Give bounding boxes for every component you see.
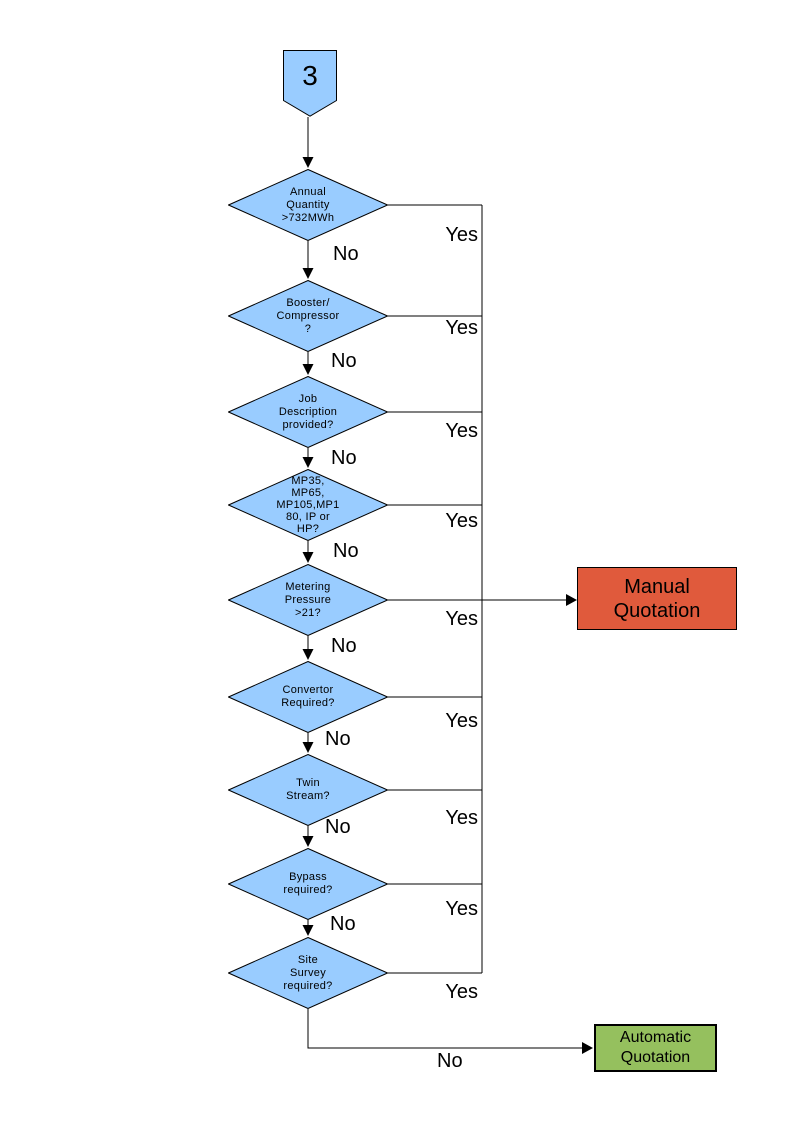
yes-branch-lines bbox=[388, 204, 483, 974]
automatic-quotation-arrow bbox=[307, 1009, 593, 1054]
terminal-label: Manual Quotation bbox=[613, 575, 701, 622]
decision-label: Job Description provided? bbox=[278, 392, 338, 431]
decision-label: Metering Pressure >21? bbox=[284, 580, 332, 619]
edge-label-no-5: No bbox=[331, 635, 357, 657]
decision-bypass-required: Bypass required? bbox=[228, 848, 388, 920]
decision-convertor-required: Convertor Required? bbox=[228, 661, 388, 733]
decision-meter-model: MP35, MP65, MP105,MP1 80, IP or HP? bbox=[228, 469, 388, 541]
diamond-shape bbox=[228, 564, 388, 636]
edge-label-yes-6: Yes bbox=[445, 710, 478, 732]
edge-label-yes-4: Yes bbox=[445, 510, 478, 532]
decision-booster-compressor: Booster/ Compressor ? bbox=[228, 280, 388, 352]
offpage-connector-label: 3 bbox=[302, 59, 318, 91]
diamond-shape bbox=[228, 848, 388, 920]
edge-label-yes-9: Yes bbox=[445, 981, 478, 1003]
decision-label: Twin Stream? bbox=[286, 777, 330, 802]
terminal-label: Automatic Quotation bbox=[619, 1029, 692, 1066]
decision-label: MP35, MP65, MP105,MP1 80, IP or HP? bbox=[276, 475, 340, 535]
edge-label-no-4: No bbox=[333, 540, 359, 562]
diamond-shape bbox=[228, 469, 388, 541]
offpage-connector-shape bbox=[283, 50, 337, 117]
decision-twin-stream: Twin Stream? bbox=[228, 754, 388, 826]
diamond-shape bbox=[228, 169, 388, 241]
decision-job-description: Job Description provided? bbox=[228, 376, 388, 448]
edge-label-yes-2: Yes bbox=[445, 317, 478, 339]
decision-label: Bypass required? bbox=[283, 871, 333, 896]
diamond-shape bbox=[228, 280, 388, 352]
decision-metering-pressure: Metering Pressure >21? bbox=[228, 564, 388, 636]
diamond-shape bbox=[228, 937, 388, 1009]
edge-label-no-2: No bbox=[331, 350, 357, 372]
edge-label-no-3: No bbox=[331, 447, 357, 469]
terminal-manual-quotation: Manual Quotation bbox=[577, 567, 737, 630]
diamond-shape bbox=[228, 376, 388, 448]
edge-label-no-1: No bbox=[333, 243, 359, 265]
edge-label-yes-1: Yes bbox=[445, 224, 478, 246]
diamond-shape bbox=[228, 754, 388, 826]
decision-site-survey: Site Survey required? bbox=[228, 937, 388, 1009]
edge-label-no-7: No bbox=[325, 816, 351, 838]
edge-label-no-9: No bbox=[437, 1050, 463, 1072]
decision-label: Annual Quantity >732MWh bbox=[281, 185, 335, 224]
down-arrowheads bbox=[302, 157, 314, 936]
edge-label-yes-5: Yes bbox=[445, 608, 478, 630]
manual-quotation-arrow bbox=[388, 594, 577, 606]
offpage-connector: 3 bbox=[283, 50, 337, 117]
edge-label-yes-7: Yes bbox=[445, 807, 478, 829]
decision-annual-quantity: Annual Quantity >732MWh bbox=[228, 169, 388, 241]
terminal-automatic-quotation: Automatic Quotation bbox=[594, 1024, 717, 1072]
decision-label: Site Survey required? bbox=[283, 953, 333, 992]
decision-label: Booster/ Compressor ? bbox=[276, 296, 340, 335]
edge-label-yes-3: Yes bbox=[445, 420, 478, 442]
diamond-shape bbox=[228, 661, 388, 733]
decision-label: Convertor Required? bbox=[281, 684, 335, 709]
edge-label-no-6: No bbox=[325, 728, 351, 750]
edge-label-no-8: No bbox=[330, 913, 356, 935]
edge-label-yes-8: Yes bbox=[445, 898, 478, 920]
